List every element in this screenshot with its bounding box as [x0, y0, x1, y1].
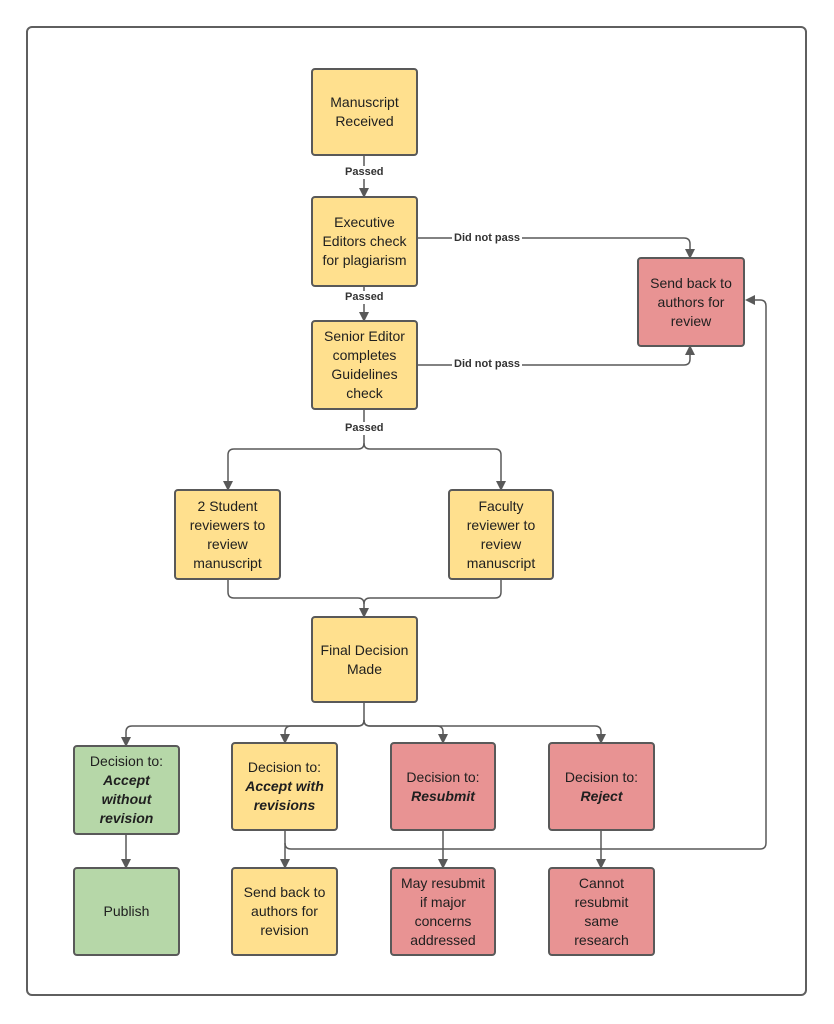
decision-emphasis: Accept without revision: [99, 772, 154, 826]
node-label: Publish: [103, 903, 150, 919]
node-send-back-review: Send back to authors for review: [637, 257, 745, 347]
edge-plagiarism-to-sendback: [418, 237, 695, 259]
decision-prefix: Decision to:: [89, 753, 164, 769]
node-student-reviewers: 2 Student reviewers to review manuscript: [174, 489, 281, 580]
edge-label-passed-1: Passed: [343, 166, 386, 179]
node-decision-reject: Decision to: Reject: [548, 742, 655, 831]
node-label: Faculty reviewer to review manuscript: [466, 497, 536, 571]
node-label: Manuscript Received: [330, 94, 399, 129]
node-manuscript-received: Manuscript Received: [311, 68, 418, 156]
edge-label-did-not-pass-2: Did not pass: [452, 358, 523, 371]
node-decision-resubmit: Decision to: Resubmit: [390, 742, 496, 831]
node-label: Final Decision Made: [320, 641, 409, 677]
edge-guidelines-to-sendback: [418, 345, 695, 366]
decision-prefix: Decision to:: [247, 759, 322, 775]
node-plagiarism-check: Executive Editors check for plagiarism: [311, 196, 418, 287]
edge-final-to-reject: [363, 719, 606, 744]
node-publish: Publish: [73, 867, 180, 956]
node-label: Send back to authors for revision: [243, 884, 326, 938]
edge-final-to-accept-revisions: [280, 719, 365, 744]
edge-label-passed-3: Passed: [343, 422, 386, 435]
node-label: May resubmit if major concerns addressed: [400, 874, 486, 948]
node-decision-accept-revisions: Decision to: Accept with revisions: [231, 742, 338, 831]
decision-prefix: Decision to:: [564, 768, 639, 785]
node-label: Senior Editor completes Guidelines check: [324, 328, 405, 401]
node-may-resubmit: May resubmit if major concerns addressed: [390, 867, 496, 956]
decision-emphasis: Accept with revisions: [245, 778, 324, 813]
edge-faculty-to-final: [363, 580, 502, 605]
edge-final-to-decisions: [121, 703, 365, 747]
edge-label-passed-2: Passed: [343, 291, 386, 304]
node-cannot-resubmit: Cannot resubmit same research: [548, 867, 655, 956]
node-label: Send back to authors for review: [650, 274, 732, 329]
edge-student-to-final: [227, 580, 369, 618]
edge-guidelines-to-faculty: [363, 442, 506, 491]
node-label: Executive Editors check for plagiarism: [322, 214, 407, 268]
node-final-decision: Final Decision Made: [311, 616, 418, 703]
node-faculty-reviewer: Faculty reviewer to review manuscript: [448, 489, 554, 580]
node-guidelines-check: Senior Editor completes Guidelines check: [311, 320, 418, 410]
decision-emphasis: Reject: [580, 787, 623, 804]
edge-label-did-not-pass-1: Did not pass: [452, 232, 523, 245]
decision-prefix: Decision to:: [406, 768, 480, 785]
node-label: 2 Student reviewers to review manuscript: [189, 497, 266, 571]
node-label: Cannot resubmit same research: [574, 874, 629, 948]
decision-emphasis: Resubmit: [411, 787, 475, 804]
edge-final-to-resubmit: [363, 719, 448, 744]
edge-loop-to-sendback: [284, 295, 767, 850]
node-send-back-revision: Send back to authors for revision: [231, 867, 338, 956]
node-decision-accept: Decision to: Accept without revision: [73, 745, 180, 835]
